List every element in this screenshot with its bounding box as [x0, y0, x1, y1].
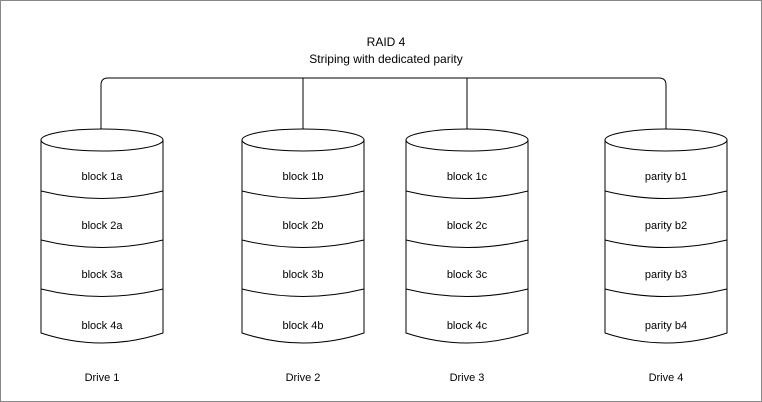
drive-1-block-2: block 2a: [82, 220, 124, 232]
drive-4-block-4: parity b4: [645, 320, 687, 332]
drive-1-block-1: block 1a: [82, 171, 124, 183]
drive-3-divider-3: [405, 288, 529, 297]
drive-4-block-3: parity b3: [645, 269, 687, 281]
drive-4-group: parity b1 parity b2 parity b3 parity b4 …: [604, 128, 728, 384]
drive-4-divider-1: [604, 190, 728, 199]
drive-1-group: block 1a block 2a block 3a block 4a Driv…: [40, 128, 164, 384]
drive-2-block-1: block 1b: [283, 171, 324, 183]
drive-1-divider-3: [40, 288, 164, 297]
drive-2-block-3: block 3b: [283, 269, 324, 281]
drive-1-block-3: block 3a: [82, 269, 124, 281]
drive-4-cylinder-top: [604, 128, 728, 152]
drive-2-label: Drive 2: [286, 372, 321, 384]
drive-4-divider-3: [604, 288, 728, 297]
drive-2-block-2: block 2b: [283, 220, 324, 232]
drive-4-block-1: parity b1: [645, 171, 687, 183]
drive-1-divider-2: [40, 239, 164, 248]
drive-3-block-4: block 4c: [447, 320, 488, 332]
drive-2-divider-3: [241, 288, 365, 297]
drive-2-divider-1: [241, 190, 365, 199]
drive-3-group: block 1c block 2c block 3c block 4c Driv…: [405, 128, 529, 384]
bus-connector-line: [100, 77, 667, 129]
drive-2-group: block 1b block 2b block 3b block 4b Driv…: [241, 128, 365, 384]
drive-3-block-3: block 3c: [447, 269, 488, 281]
drive-2-block-4: block 4b: [283, 320, 324, 332]
drive-3-cylinder-top: [405, 128, 529, 152]
diagram-title-line1: RAID 4: [367, 35, 406, 49]
drive-3-block-1: block 1c: [447, 171, 488, 183]
drive-4-block-2: parity b2: [645, 220, 687, 232]
drive-3-divider-2: [405, 239, 529, 248]
drive-1-block-4: block 4a: [82, 320, 124, 332]
diagram-title-line2: Striping with dedicated parity: [309, 52, 462, 66]
drive-1-label: Drive 1: [85, 372, 120, 384]
drive-3-divider-1: [405, 190, 529, 199]
drive-4-divider-2: [604, 239, 728, 248]
drive-1-divider-1: [40, 190, 164, 199]
drive-3-block-2: block 2c: [447, 220, 488, 232]
drive-1-cylinder-top: [40, 128, 164, 152]
drive-2-divider-2: [241, 239, 365, 248]
drive-4-label: Drive 4: [649, 372, 684, 384]
drive-3-label: Drive 3: [450, 372, 485, 384]
drive-2-cylinder-top: [241, 128, 365, 152]
